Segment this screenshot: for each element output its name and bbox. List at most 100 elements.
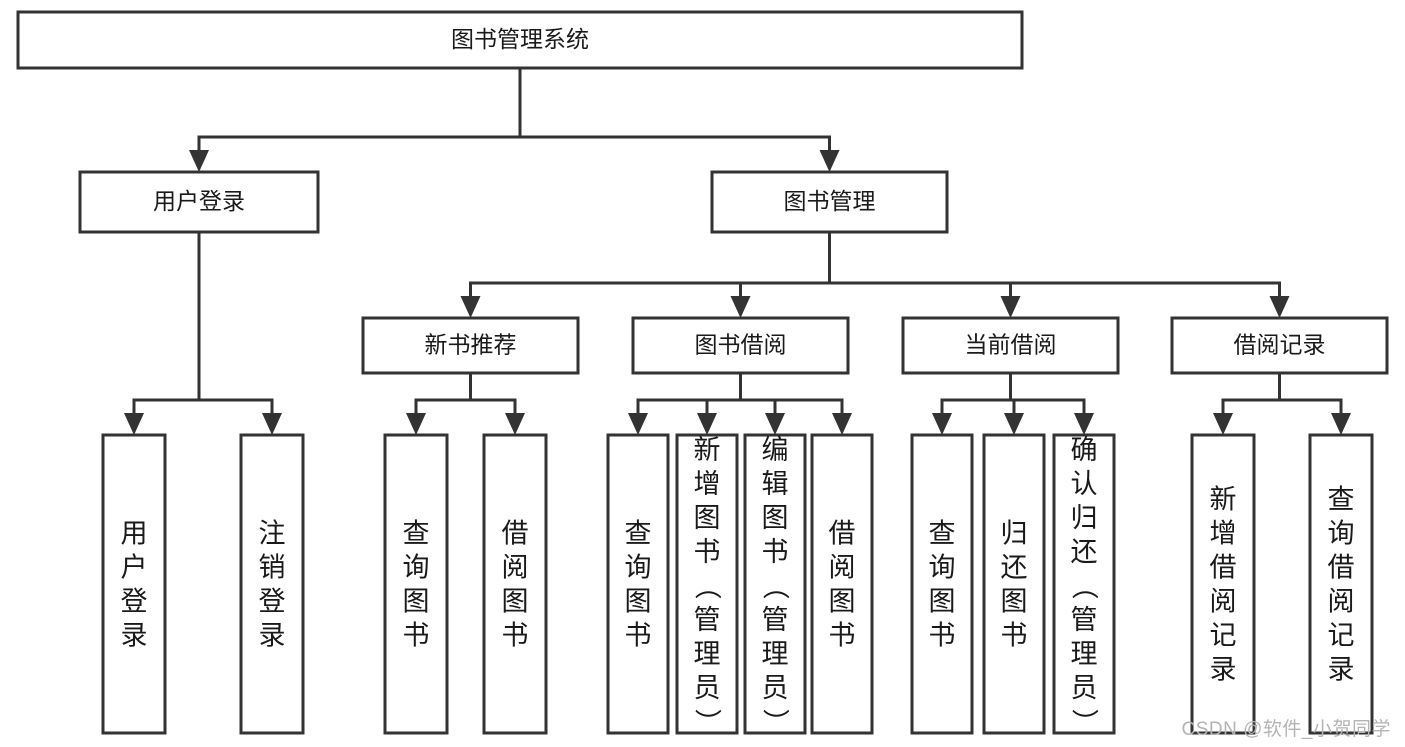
node-label-char: 借 [502,519,529,549]
node-box[interactable] [810,433,874,735]
tree-node-book-management[interactable]: 图书管理 [710,170,949,234]
node-box[interactable] [743,433,807,735]
arrow-head-icon [1213,413,1233,435]
arrow-head-icon [1000,296,1021,318]
node-label-char: 阅 [1210,587,1237,617]
node-label-char: 图 [694,503,721,533]
node-label-char: 书 [502,621,529,651]
node-label-char: 户 [121,553,148,583]
node-label: 新书推荐 [425,332,517,358]
arrow-head-icon [932,413,952,435]
node-label-char: 辑 [762,469,789,499]
node-label-char: 书 [403,621,430,651]
node-label-char: 增 [1210,519,1237,549]
node-label-char: （ [692,573,722,600]
tree-node-book-borrow[interactable]: 图书借阅 [631,316,850,375]
node-label-char: 管 [762,605,789,635]
node-label-char: 编 [762,435,789,465]
node-box[interactable] [1052,433,1116,735]
node-box[interactable] [675,433,739,735]
node-label-char: ） [760,709,790,736]
node-label-char: 询 [929,553,956,583]
arrow-head-icon [505,413,525,435]
node-label-char: 录 [121,621,148,651]
node-label-char: 图 [1001,587,1028,617]
node-label-char: 查 [403,519,430,549]
node-label-char: 还 [1001,553,1028,583]
node-label-char: 新 [694,435,721,465]
node-box[interactable] [101,433,167,735]
node-label-char: 借 [829,519,856,549]
node-label-char: 书 [929,621,956,651]
node-box[interactable] [901,316,1120,375]
tree-node-root[interactable]: 图书管理系统 [16,10,1024,70]
node-label-char: 书 [762,537,789,567]
tree-node-borrow-record[interactable]: 借阅记录 [1170,316,1389,375]
tree-node-user-login[interactable]: 用户登录 [78,170,320,234]
node-label-char: 员 [1071,673,1098,703]
node-box[interactable] [982,433,1046,735]
node-label-char: 注 [259,519,286,549]
node-label-char: 增 [694,469,721,499]
node-box[interactable] [482,433,548,735]
node-label-char: 图 [502,587,529,617]
node-label-char: 员 [694,673,721,703]
tree-node-current-borrow[interactable]: 当前借阅 [901,316,1120,375]
node-box[interactable] [606,433,670,735]
node-label-char: 图 [403,587,430,617]
arrow-head-icon [819,150,840,172]
node-label-char: 管 [1071,605,1098,635]
arrow-head-icon [765,413,785,435]
node-label-char: 确 [1071,435,1098,465]
node-box[interactable] [910,433,974,735]
node-box[interactable] [361,316,580,375]
node-box[interactable] [631,316,850,375]
node-box[interactable] [383,433,449,735]
node-label-char: 询 [403,553,430,583]
arrow-head-icon [1269,296,1290,318]
node-label-char: 图 [625,587,652,617]
node-label-char: ） [1069,709,1099,736]
node-box[interactable] [78,170,320,234]
node-label-char: 询 [1328,519,1355,549]
node-box[interactable] [1190,433,1256,735]
node-label-char: 书 [1001,621,1028,651]
tree-node-leaf-user-login[interactable]: 用户登录 [101,433,167,735]
node-box[interactable] [710,170,949,234]
node-box[interactable] [1308,433,1374,735]
node-label-char: 认 [1071,469,1098,499]
connector-layer [124,66,1351,435]
node-label-char: 图 [829,587,856,617]
node-box[interactable] [1170,316,1389,375]
node-label: 图书管理 [784,188,876,214]
node-label-char: 阅 [829,553,856,583]
node-label-char: 新 [1210,485,1237,515]
arrow-head-icon [628,413,648,435]
node-label-char: 员 [762,673,789,703]
node-label-char: 登 [259,587,286,617]
node-label-char: 查 [625,519,652,549]
node-label-char: 阅 [1328,587,1355,617]
node-box[interactable] [16,10,1024,70]
node-label: 用户登录 [153,188,245,214]
tree-node-new-book-recommend[interactable]: 新书推荐 [361,316,580,375]
node-label-char: （ [760,573,790,600]
node-label-char: 记 [1328,621,1355,651]
node-label-char: 图 [929,587,956,617]
node-label-char: 录 [1210,655,1237,685]
node-box[interactable] [239,433,305,735]
